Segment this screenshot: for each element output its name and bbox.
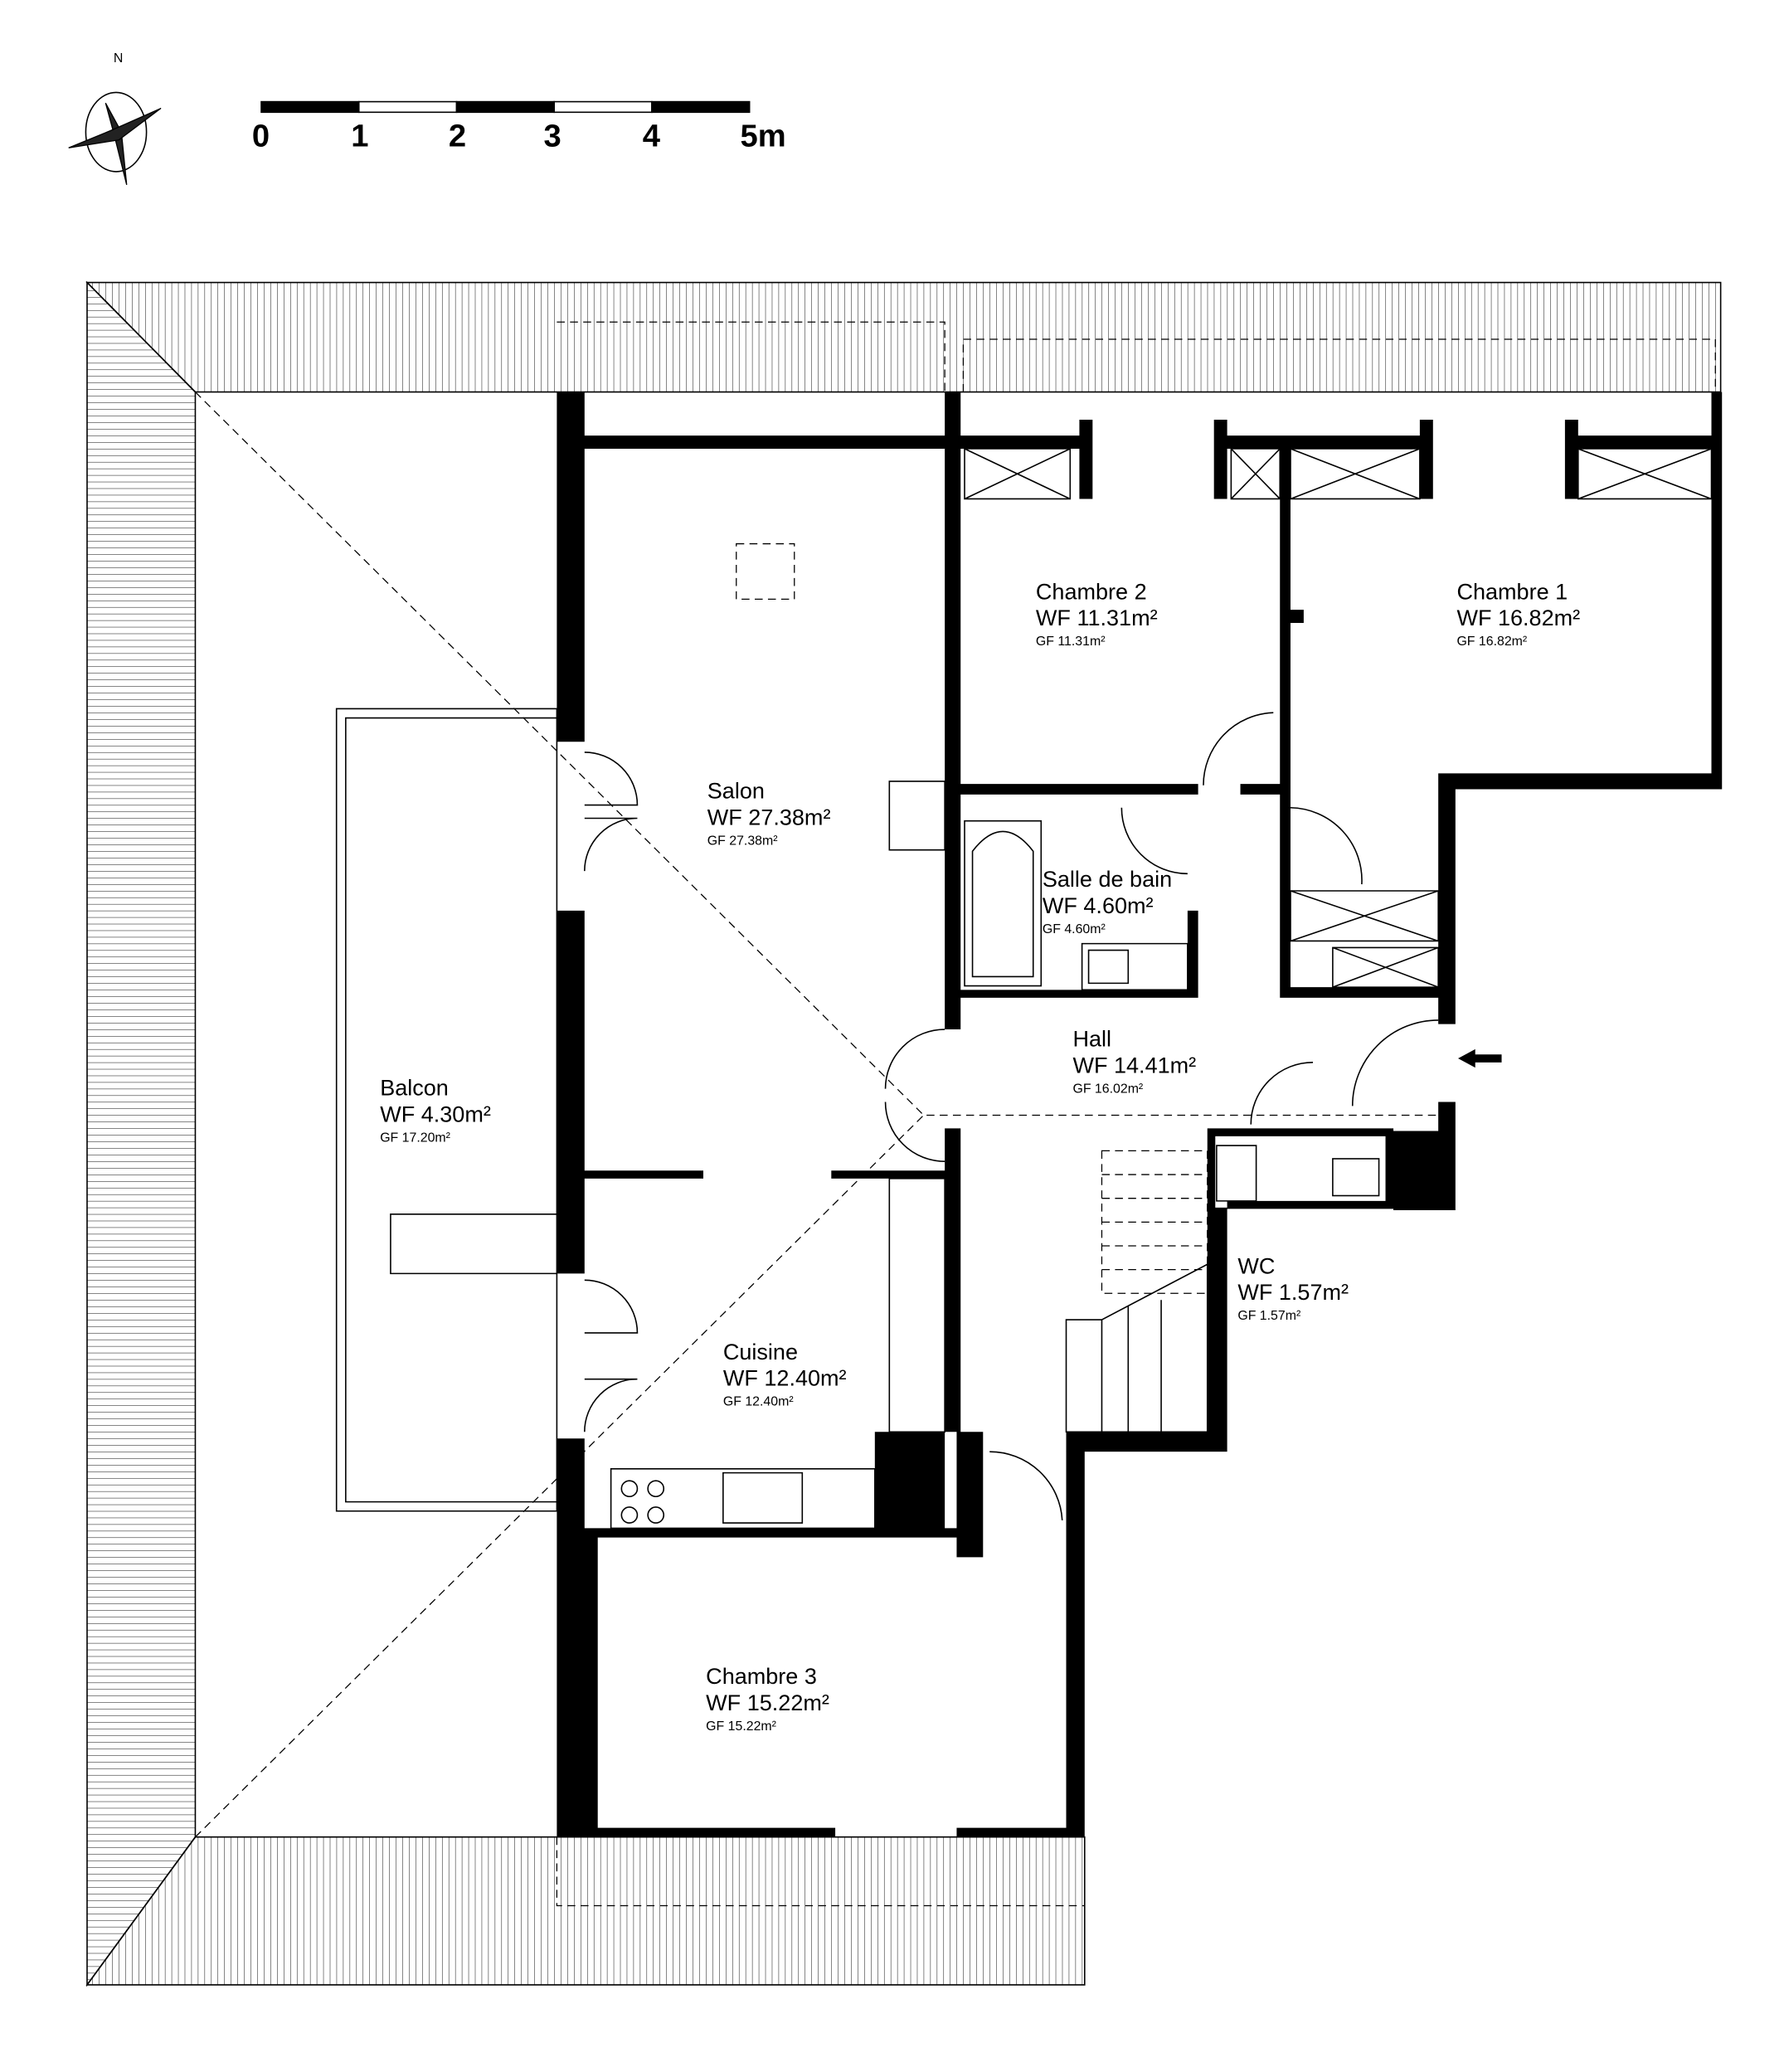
room-wf: WF 15.22m² xyxy=(706,1690,829,1715)
room-wf: WF 4.60m² xyxy=(1043,893,1154,918)
room-chambre3: Chambre 3WF 15.22m² GF 15.22m² xyxy=(706,1664,829,1734)
room-gf: GF 16.02m² xyxy=(1072,1082,1143,1096)
room-chambre2: Chambre 2WF 11.31m² GF 11.31m² xyxy=(1036,579,1158,649)
roof-outline xyxy=(85,280,1722,1987)
room-name: WC xyxy=(1237,1253,1275,1278)
compass-rose-icon: N xyxy=(68,51,162,185)
room-wf: WF 12.40m² xyxy=(723,1366,847,1391)
kitchen-counter xyxy=(610,781,945,1530)
room-wf: WF 11.31m² xyxy=(1036,606,1158,630)
room-name: Chambre 1 xyxy=(1456,579,1568,604)
room-name: Cuisine xyxy=(723,1340,798,1364)
scale-segment xyxy=(357,100,458,114)
skylight xyxy=(736,542,795,601)
room-chambre1: Chambre 1WF 16.82m² GF 16.82m² xyxy=(1456,579,1580,649)
scale-segment xyxy=(260,100,360,114)
room-gf: GF 4.60m² xyxy=(1043,922,1106,936)
entrance-arrow-icon xyxy=(1458,1048,1502,1068)
scale-segment xyxy=(651,100,751,114)
wardrobes xyxy=(964,448,1713,988)
north-label: N xyxy=(114,51,123,66)
room-name: Balcon xyxy=(380,1076,449,1101)
room-wf: WF 14.41m² xyxy=(1072,1053,1196,1078)
room-wf: WF 4.30m² xyxy=(380,1102,491,1126)
sink xyxy=(1081,942,1257,1202)
room-name: Salle de bain xyxy=(1043,867,1172,892)
room-gf: GF 16.82m² xyxy=(1456,635,1527,649)
room-name: Hall xyxy=(1072,1027,1111,1052)
scale-bar: 0 1 2 3 4 5m xyxy=(252,100,786,154)
room-gf: GF 1.57m² xyxy=(1237,1309,1300,1323)
room-gf: GF 17.20m² xyxy=(380,1131,450,1145)
scale-tick: 5m xyxy=(741,119,786,154)
staircase xyxy=(1065,1150,1208,1433)
room-name: Chambre 2 xyxy=(1036,579,1147,604)
scale-tick: 3 xyxy=(543,119,561,154)
scale-tick: 0 xyxy=(252,119,270,154)
scale-segment xyxy=(553,100,653,114)
toilet xyxy=(1332,1158,1380,1197)
room-gf: GF 27.38m² xyxy=(707,834,778,848)
room-name: Salon xyxy=(707,779,765,804)
scale-segment xyxy=(455,100,556,114)
doors xyxy=(584,712,1439,1520)
room-wf: WF 1.57m² xyxy=(1237,1280,1349,1305)
room-wf: WF 16.82m² xyxy=(1456,606,1580,630)
bathtub xyxy=(964,820,1043,987)
room-gf: GF 15.22m² xyxy=(706,1719,776,1734)
fixtures xyxy=(584,448,1713,1530)
scale-tick: 2 xyxy=(449,119,466,154)
room-gf: GF 12.40m² xyxy=(723,1394,794,1408)
room-wf: WF 27.38m² xyxy=(707,805,831,829)
room-name: Chambre 3 xyxy=(706,1664,817,1689)
room-gf: GF 11.31m² xyxy=(1036,635,1106,649)
scale-tick: 1 xyxy=(351,119,368,154)
scale-tick: 4 xyxy=(643,119,661,154)
